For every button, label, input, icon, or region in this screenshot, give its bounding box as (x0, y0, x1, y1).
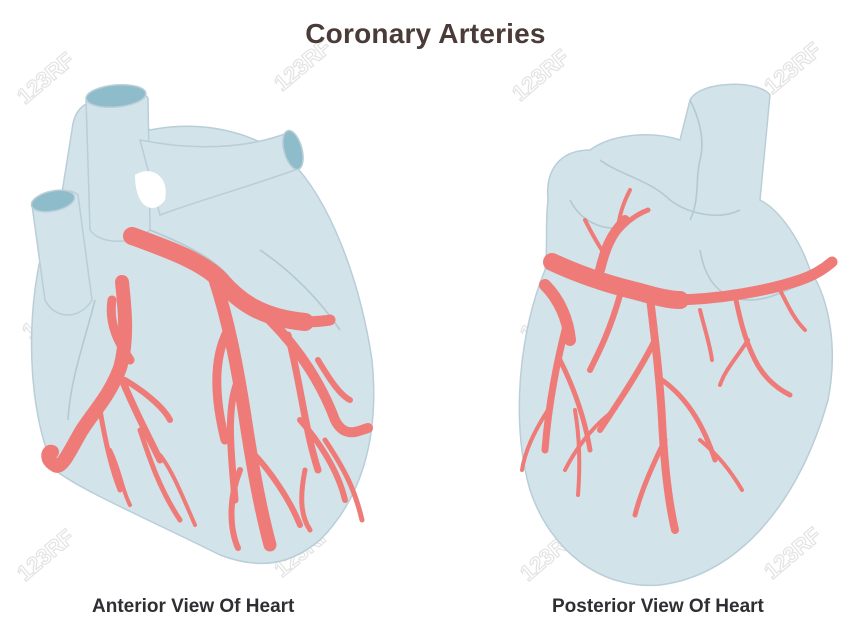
watermark-text: 123RF (507, 44, 574, 106)
watermark-text: 123RF (12, 524, 79, 586)
anterior-aorta (86, 89, 150, 241)
diagram-title: Coronary Arteries (0, 18, 851, 50)
anterior-view-label: Anterior View Of Heart (92, 596, 294, 618)
circumflex-artery (300, 320, 330, 322)
posterior-view-label: Posterior View Of Heart (552, 596, 764, 618)
watermark-text: 123RF (12, 47, 79, 109)
watermark-text: 123RF (759, 522, 826, 584)
